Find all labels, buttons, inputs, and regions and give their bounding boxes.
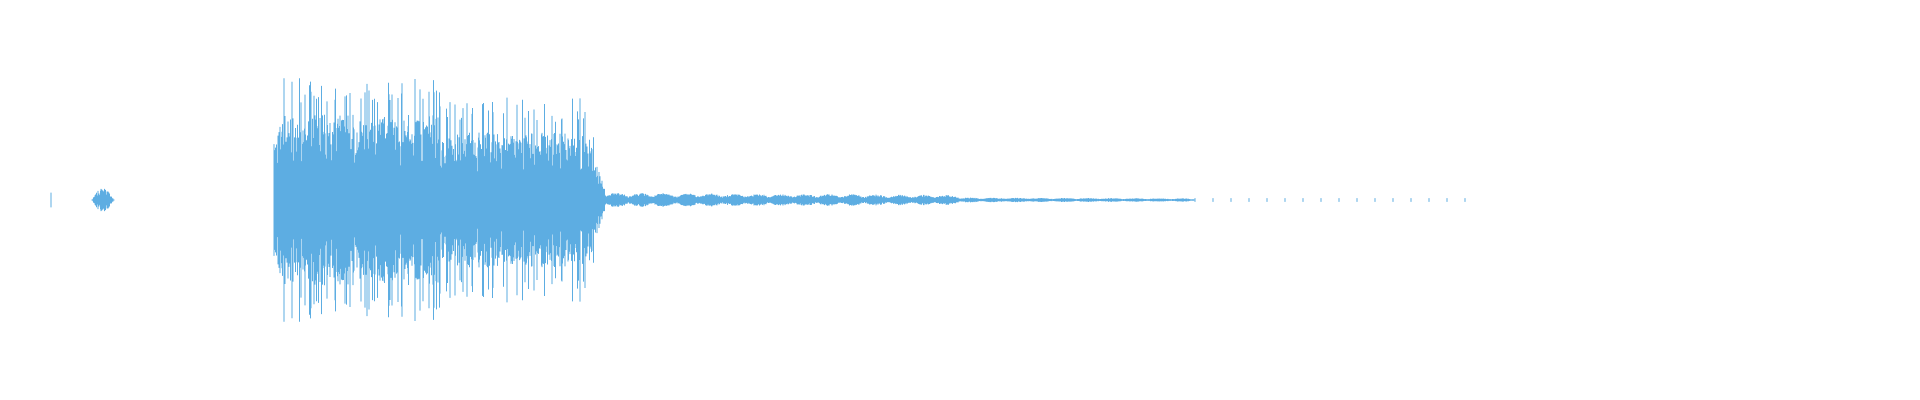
waveform-strokes [50, 78, 1466, 322]
